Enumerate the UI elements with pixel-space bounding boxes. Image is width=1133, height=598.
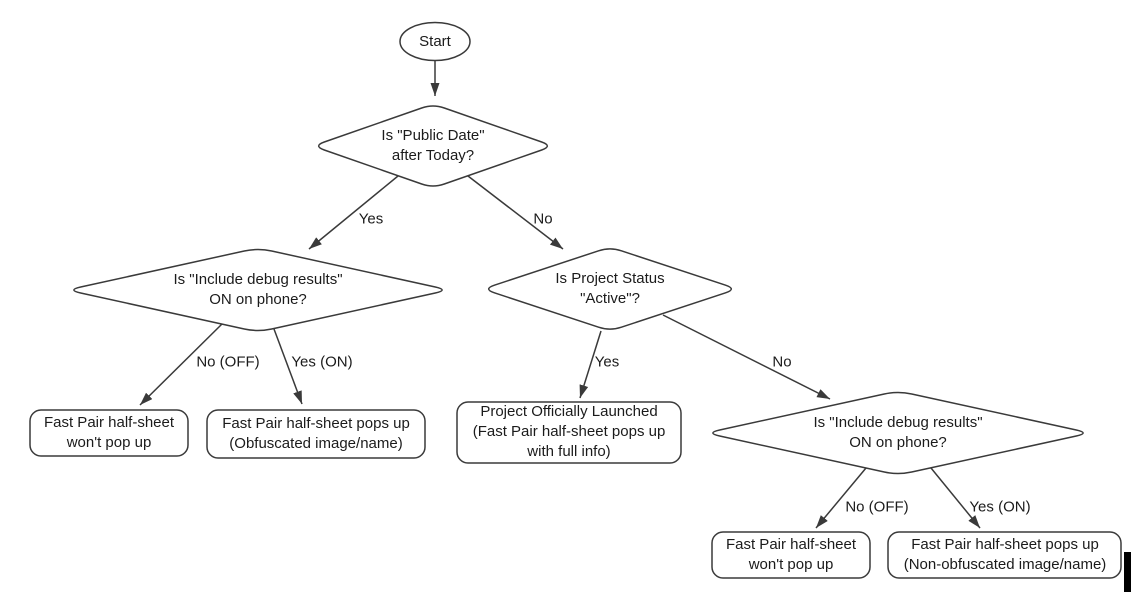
result-launched-shape: [456, 401, 682, 464]
edge-debug-right-no-off: [815, 467, 867, 529]
result-no-popup-right-shape: [711, 531, 871, 579]
decision-public-date-label: Is "Public Date" after Today?: [381, 127, 485, 164]
edge-debug-right-yes-on: [930, 467, 981, 529]
edge-status-yes: [579, 330, 602, 399]
decision-debug-left-shape: [73, 248, 443, 332]
edge-public-date-no: [467, 175, 564, 250]
edge-public-date-yes: [308, 175, 399, 250]
edge-label-yes-on-right: Yes (ON): [969, 498, 1031, 516]
edge-debug-left-no-off: [139, 323, 223, 406]
result-launched-label: Project Officially Launched (Fast Pair h…: [472, 403, 666, 460]
decision-debug-right-label: Is "Include debug results" ON on phone?: [813, 414, 983, 451]
text-cursor: [1124, 552, 1131, 592]
edge-debug-left-yes-on: [273, 328, 303, 405]
result-obfuscated-label: Fast Pair half-sheet pops up (Obfuscated…: [222, 415, 410, 452]
result-non-obfuscated-shape: [887, 531, 1122, 579]
decision-project-status-label: Is Project Status "Active"?: [555, 270, 665, 307]
result-non-obfuscated-label: Fast Pair half-sheet pops up (Non-obfusc…: [903, 536, 1107, 573]
edge-label-no-status: No: [772, 353, 792, 371]
edge-label-no-top: No: [533, 210, 553, 228]
decision-debug-right-shape: [712, 391, 1084, 475]
decision-debug-left-label: Is "Include debug results" ON on phone?: [173, 271, 343, 308]
edge-label-yes-top: Yes: [358, 210, 384, 228]
result-no-popup-left-shape: [29, 409, 189, 457]
decision-project-status-shape: [487, 248, 733, 330]
edge-label-yes-status: Yes: [594, 353, 620, 371]
result-no-popup-left-label: Fast Pair half-sheet won't pop up: [43, 414, 175, 451]
edge-label-no-off-left: No (OFF): [196, 353, 260, 371]
edge-status-no: [662, 314, 831, 400]
terminator-start-shape: [399, 21, 471, 62]
result-no-popup-right-label: Fast Pair half-sheet won't pop up: [725, 536, 857, 573]
decision-public-date-shape: [317, 105, 549, 187]
result-obfuscated-shape: [206, 409, 426, 459]
edge-label-no-off-right: No (OFF): [845, 498, 909, 516]
terminator-start-label: Start: [419, 33, 451, 50]
edge-label-yes-on-left: Yes (ON): [291, 353, 353, 371]
